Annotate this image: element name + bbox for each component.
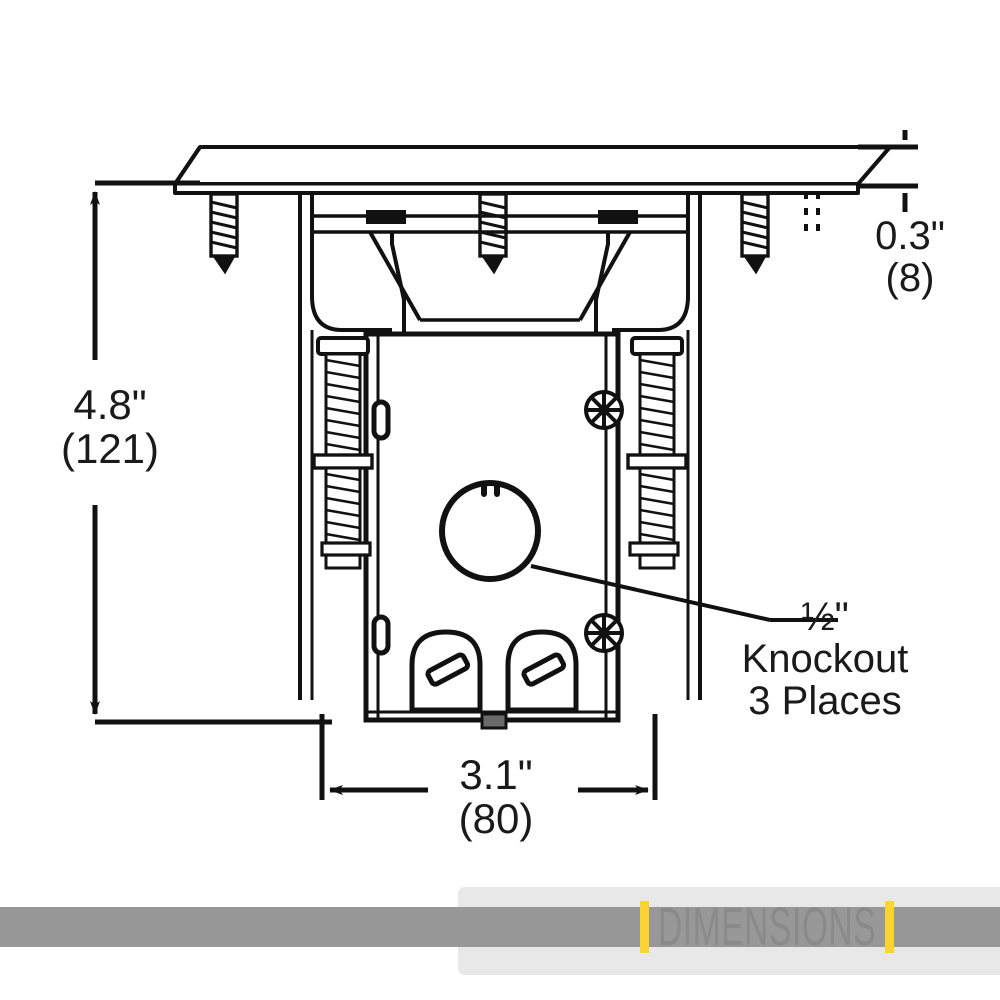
dimension-label-width: 3.1" (80) [396, 751, 596, 843]
dimension-plate-imperial: 0.3" [875, 214, 945, 258]
dimension-height [90, 180, 332, 725]
banner-bar [0, 907, 1000, 947]
cover-screw-left [209, 192, 239, 275]
banner-accent-left-icon [640, 901, 649, 953]
adjusting-screw-left [312, 336, 374, 570]
center-knockout-icon [439, 480, 541, 582]
box-screw-head-upper [584, 390, 624, 430]
adjusting-screw-right [626, 336, 688, 570]
banner-accent-right-icon [885, 901, 895, 953]
hidden-edge-dashes [804, 192, 820, 232]
knockout-count: 3 Places [748, 679, 902, 723]
box-side-slot-lower [371, 614, 391, 656]
box-bottom-tab [480, 712, 508, 730]
bracket-funnel [368, 231, 632, 332]
knockout-label: Knockout [741, 637, 909, 681]
cover-plate [173, 145, 892, 195]
dimension-label-plate-thickness: 0.3" (8) [845, 215, 975, 299]
banner-title: DIMENSIONS [658, 897, 877, 957]
knockout-size: ½" [801, 595, 849, 639]
dimension-height-imperial: 4.8" [73, 381, 147, 428]
dimension-plate-metric: (8) [885, 256, 935, 300]
bracket-rail [312, 210, 688, 234]
knockout-annotation: ½" Knockout 3 Places [700, 596, 950, 722]
dimensions-banner: DIMENSIONS [0, 880, 1000, 1000]
bracket-arm-right [612, 193, 702, 700]
dimension-label-height: 4.8" (121) [20, 381, 200, 473]
bottom-knockout-left-icon [409, 629, 483, 713]
bottom-knockout-right-icon [505, 629, 579, 713]
cover-screw-right [740, 192, 770, 275]
dimension-width [319, 714, 658, 800]
box-screw-head-lower [584, 613, 624, 653]
bracket-arm-left [298, 193, 392, 700]
knockout-leader-line [530, 564, 838, 622]
dimension-height-metric: (121) [60, 425, 160, 473]
banner-label-group: DIMENSIONS [640, 896, 895, 958]
dimension-width-imperial: 3.1" [459, 751, 533, 798]
dimension-plate-thickness [858, 130, 918, 212]
plate-left-bevel [173, 145, 892, 186]
dimension-width-metric: (80) [458, 795, 534, 843]
box-side-slot-upper [371, 399, 391, 441]
